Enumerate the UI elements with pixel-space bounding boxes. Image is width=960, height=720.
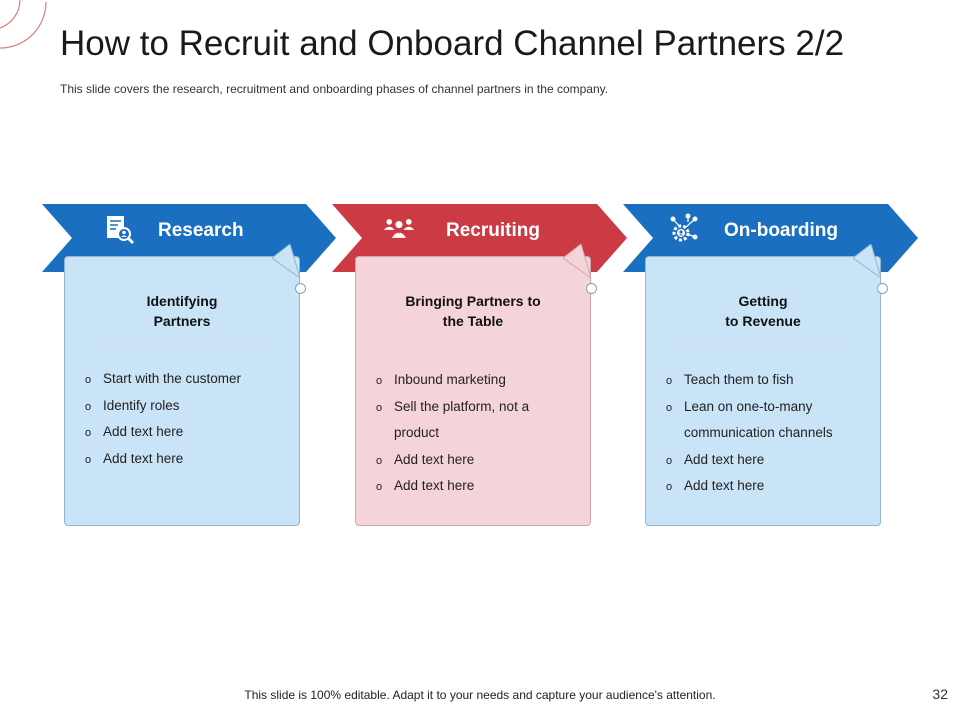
card-heading-line: the Table xyxy=(442,313,504,329)
list-item: o Add text here xyxy=(666,447,860,474)
card-fold xyxy=(272,244,301,278)
team-icon xyxy=(383,219,415,238)
page-number: 32 xyxy=(932,686,948,702)
list-item: o Start with the customer xyxy=(85,366,285,393)
bullet-icon: o xyxy=(85,427,92,439)
network-gear-icon xyxy=(670,213,698,242)
card-heading: Getting to Revenue xyxy=(646,291,880,331)
bullet-icon: o xyxy=(376,401,383,414)
card-heading-line: Getting xyxy=(738,293,788,309)
onboarding-card: Getting to Revenue o Teach them to fish o… xyxy=(645,256,881,526)
research-card: Identifying Partners o Start with the cus… xyxy=(64,256,300,526)
card-heading: Bringing Partners to the Table xyxy=(356,291,590,331)
bullet-icon: o xyxy=(666,401,673,414)
card-heading-line: Identifying xyxy=(146,293,218,309)
list-item: o Sell the platform, not a product xyxy=(376,394,550,447)
card-divider xyxy=(674,345,852,346)
bullet-icon: o xyxy=(666,454,673,467)
list-item: o Add text here xyxy=(85,446,285,473)
slide-footer: This slide is 100% editable. Adapt it to… xyxy=(244,688,716,702)
bullet-icon: o xyxy=(666,375,673,387)
list-item-text: Add text here xyxy=(684,451,765,467)
phase-label-research: Research xyxy=(158,220,244,241)
card-heading-line: Bringing Partners to xyxy=(405,293,541,309)
slide-subtitle: This slide covers the research, recruitm… xyxy=(60,82,609,96)
list-item-text: Lean on one-to-many communication channe… xyxy=(684,398,833,441)
slide-title: How to Recruit and Onboard Channel Partn… xyxy=(60,24,845,63)
list-item: o Lean on one-to-many communication chann… xyxy=(666,394,860,447)
card-divider xyxy=(384,345,562,346)
list-item: o Add text here xyxy=(666,473,860,500)
corner-decoration xyxy=(0,0,47,49)
connector-dot xyxy=(295,283,306,294)
card-divider xyxy=(93,345,271,346)
list-item-text: Add text here xyxy=(103,450,184,466)
connector-dot xyxy=(877,283,888,294)
list-item-text: Start with the customer xyxy=(103,371,242,386)
recruiting-card: Bringing Partners to the Table o Inbound … xyxy=(355,256,591,526)
list-item-text: Inbound marketing xyxy=(394,372,506,387)
list-item-text: Add text here xyxy=(394,451,475,467)
list-item: o Teach them to fish xyxy=(666,367,860,394)
card-heading-line: Partners xyxy=(153,313,211,329)
bullet-icon: o xyxy=(85,374,92,386)
bullet-icon: o xyxy=(376,375,383,387)
connector-dot xyxy=(586,283,597,294)
phase-label-recruiting: Recruiting xyxy=(446,220,540,241)
phase-label-onboarding: On-boarding xyxy=(724,220,838,241)
list-item-text: Teach them to fish xyxy=(684,372,794,387)
list-item: o Add text here xyxy=(85,419,285,446)
bullet-icon: o xyxy=(376,481,383,493)
bullet-icon: o xyxy=(85,400,92,413)
list-item: o Identify roles xyxy=(85,393,285,420)
list-item: o Add text here xyxy=(376,447,550,474)
list-item-text: Add text here xyxy=(103,424,184,439)
list-item-text: Sell the platform, not a product xyxy=(394,398,530,441)
list-item: o Add text here xyxy=(376,473,550,500)
document-search-icon xyxy=(107,216,135,245)
list-item-text: Add text here xyxy=(394,478,475,493)
card-fold xyxy=(853,244,882,278)
card-fold xyxy=(563,244,592,278)
bullet-icon: o xyxy=(666,481,673,493)
list-item: o Inbound marketing xyxy=(376,367,550,394)
list-item-text: Identify roles xyxy=(103,397,180,413)
bullet-icon: o xyxy=(376,454,383,467)
bullet-icon: o xyxy=(85,453,92,466)
card-heading: Identifying Partners xyxy=(65,291,299,331)
list-item-text: Add text here xyxy=(684,478,765,493)
card-heading-line: to Revenue xyxy=(725,313,801,329)
